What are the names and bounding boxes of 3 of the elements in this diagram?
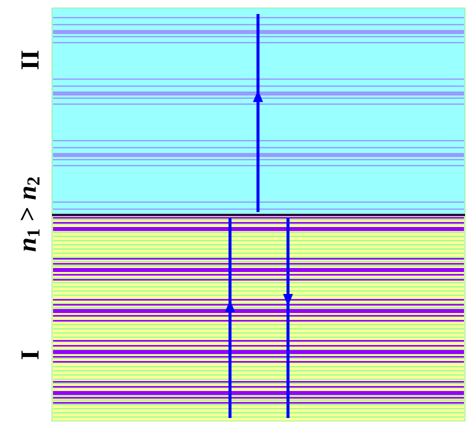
refractive-index-label: n$_{1}$ > n$_{2}$ [20, 177, 40, 252]
node-label: I [21, 350, 39, 360]
node-label: II [21, 50, 39, 70]
